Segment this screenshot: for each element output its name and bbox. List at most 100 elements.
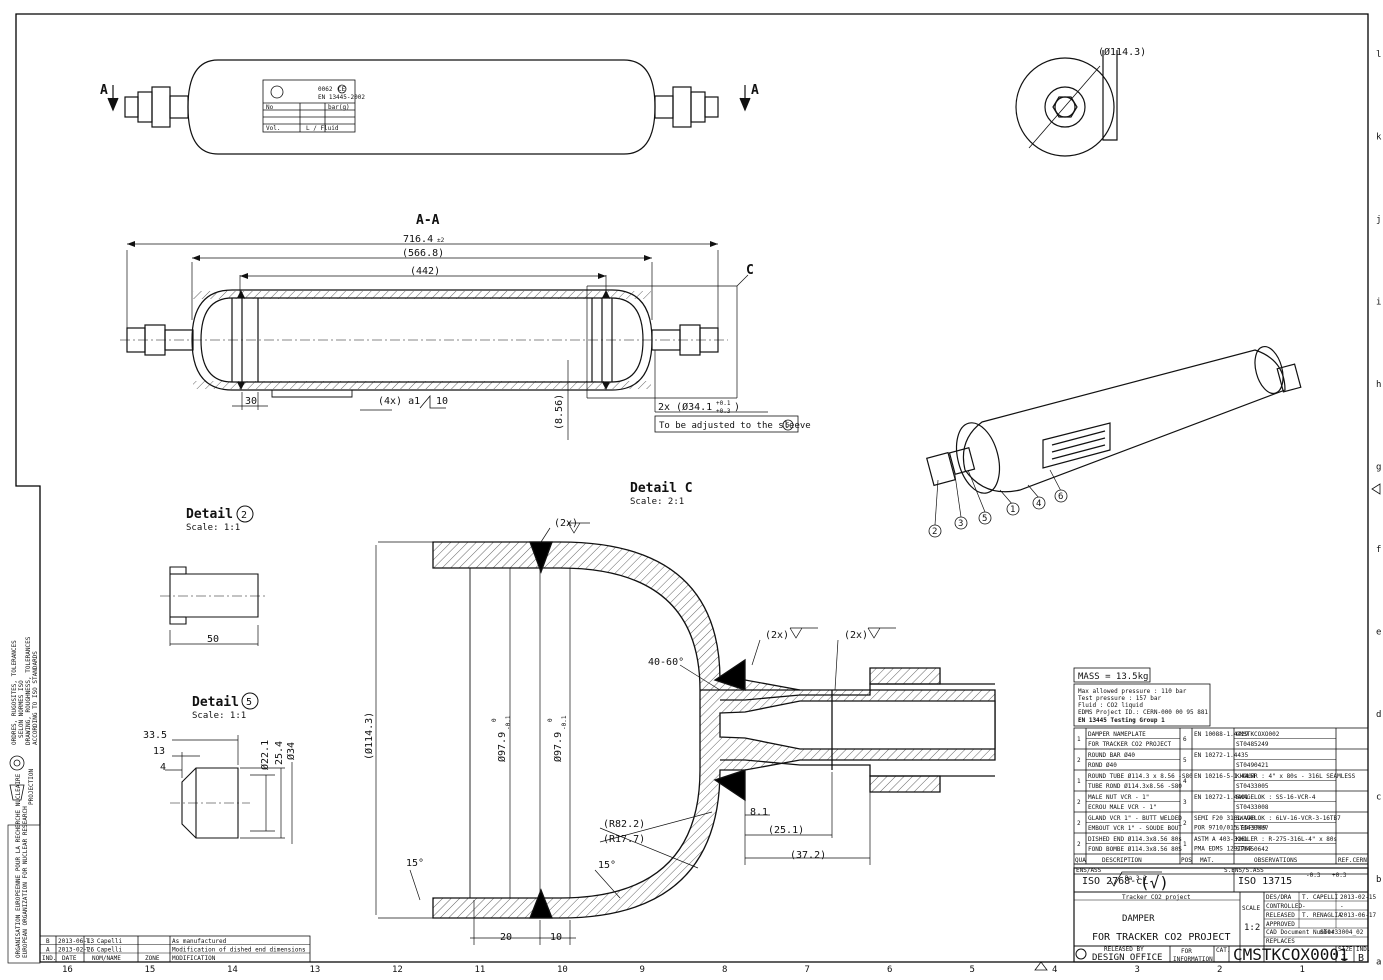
balloon-number: 3 [958, 519, 963, 529]
bom-pos: 2 [1183, 820, 1187, 827]
zone-label-bottom: 12 [392, 965, 403, 975]
dia-in-2-tol-lo: -0.1 [561, 715, 568, 730]
nameplate-norm: EN 13445-2002 [318, 94, 365, 101]
bom-obs2: ST0490421 [1236, 762, 1269, 769]
scale-value: 1:2 [1244, 923, 1260, 933]
note-line: Test pressure : 157 bar [1078, 695, 1161, 702]
side-info: ORGANISATION EUROPEENNE POUR LA RECHERCH… [7, 636, 41, 964]
rev-mod: As manufactured [172, 938, 227, 945]
scale-label: SCALE [1242, 905, 1260, 912]
bom-desc-fr: EMBOUT VCR 1" - SOUDE BOUT [1088, 825, 1182, 832]
note-line: EDMS Project ID.: CERN-000 00 95 881 [1078, 709, 1208, 716]
detail5-d3: 4 [160, 762, 166, 773]
balloon-number: 1 [1010, 505, 1015, 515]
drawing-title-1: DAMPER [1122, 914, 1155, 924]
bom-obs1: SWAGELOK : 6LV-16-VCR-3-16TB7 [1236, 815, 1341, 822]
zone-label-right: l [1376, 50, 1381, 60]
bom-mat: EN 10272-1.4401 [1194, 794, 1249, 801]
bom-head-desc: DESCRIPTION [1102, 857, 1142, 864]
detail5-v2: 25.4 [274, 741, 285, 765]
balloon [1054, 489, 1068, 503]
section-aa-title: A-A [416, 213, 440, 228]
balloon-number: 4 [1036, 499, 1041, 509]
dim-25-1: (25.1) [768, 825, 804, 836]
bom-obs2: ST0433008 [1236, 804, 1269, 811]
zone-label-bottom: 6 [887, 965, 892, 975]
bom-pos: 4 [1183, 778, 1187, 785]
nameplate-ce: CE [338, 86, 346, 93]
note-line: Fluid : CO2 liquid [1078, 702, 1143, 709]
zone-label-bottom: 13 [310, 965, 321, 975]
radius-2: (R17.7) [603, 834, 645, 845]
role-date: - [1340, 903, 1344, 910]
dim-30: 30 [245, 396, 257, 407]
zone-label-right: k [1376, 133, 1382, 143]
bom-mat2: POR 9710/015 EDF9709 [1194, 825, 1267, 832]
svg-text:5: 5 [786, 422, 790, 429]
svg-text:EUROPEAN ORGANIZATION FOR NUCL: EUROPEAN ORGANIZATION FOR NUCLEAR RESEAR… [22, 806, 29, 958]
table-frame [1073, 863, 1369, 875]
nameplate-l: L / Fluid [306, 125, 339, 132]
bom-mat: SEMI F20 316L VAR [1194, 815, 1256, 822]
role-label: DES/DRA [1266, 894, 1292, 901]
detailc-scale: Scale: 2:1 [630, 497, 684, 507]
dim-856: (8.56) [554, 394, 565, 430]
sleeve-note: To be adjusted to the sleeve [659, 421, 811, 431]
detail5-scale: Scale: 1:1 [192, 711, 246, 721]
bom-desc-fr: FOND BOMBE Ø114.3x8.56 80S [1088, 846, 1182, 853]
size-label: SIZE [1338, 946, 1353, 953]
zone-label-bottom: 16 [62, 965, 73, 975]
notes-block [1073, 667, 1211, 727]
dim-inner: (442) [410, 266, 440, 277]
rev-ind: A [46, 947, 50, 954]
bom-desc-en: ROUND TUBE Ø114.3 x 8.56 -S80 [1088, 773, 1193, 780]
zone-label-right: g [1376, 463, 1381, 473]
bore-tol-lo: +0.3 [716, 408, 731, 415]
rev-head-date: DATE [62, 955, 77, 962]
bom-obs2: ST0433007 [1236, 825, 1269, 832]
project-name: Tracker CO2 project [1122, 894, 1191, 901]
end-view-diameter: (Ø114.3) [1098, 46, 1146, 58]
zone-label-bottom: 14 [227, 965, 238, 975]
sleeve-note-frame [654, 415, 799, 433]
ind-value: B [1358, 953, 1364, 964]
bom-obs1: KHOLER : R-275-316L-4" x 80s [1236, 836, 1338, 843]
balloon-5-note: 5 [782, 419, 794, 431]
balloon-number: 2 [932, 527, 937, 537]
detail5-title: Detail [192, 695, 239, 710]
rev-ind: B [46, 938, 50, 945]
bom-qty: 1 [1077, 736, 1081, 743]
dia-in-2-tol-up: 0 [547, 718, 554, 722]
bom-pos: 5 [1183, 757, 1187, 764]
rev-head-mod: MODIFICATION [172, 955, 216, 962]
bom-pos: 3 [1183, 799, 1187, 806]
role-name: - [1302, 903, 1306, 910]
role-date: 2013-06-17 [1340, 912, 1377, 919]
zone-label-right: j [1376, 215, 1381, 225]
cad-number: ST0433004_02 [1320, 929, 1364, 936]
zone-label-bottom: 7 [805, 965, 810, 975]
svg-text:5: 5 [246, 697, 252, 708]
nameplate-code: 0062 [318, 86, 333, 93]
dia-in-1: Ø97.9 [496, 732, 508, 762]
detail2-scale: Scale: 1:1 [186, 523, 240, 533]
bom-desc-en: DAMPER NAMEPLATE [1088, 731, 1146, 738]
drawing-title-2: FOR TRACKER CO2 PROJECT [1092, 932, 1230, 943]
role-date: 2013-02-15 [1340, 894, 1377, 901]
bom-desc-en: ROUND BAR Ø40 [1088, 752, 1135, 759]
center-mark-right [1371, 483, 1381, 495]
roughness-value: Ra 3.2 [1125, 875, 1147, 882]
nameplate-no: No [266, 104, 274, 111]
bom-desc-en: MALE NUT VCR - 1" [1088, 794, 1149, 801]
top-view [107, 59, 751, 155]
bom-qty: 2 [1077, 841, 1081, 848]
rev-head-zone: ZONE [145, 955, 160, 962]
roughness-symbol [1109, 871, 1162, 887]
detail-c-mark: C [746, 263, 754, 278]
dia-in-1-tol-lo: -0.1 [505, 715, 512, 730]
